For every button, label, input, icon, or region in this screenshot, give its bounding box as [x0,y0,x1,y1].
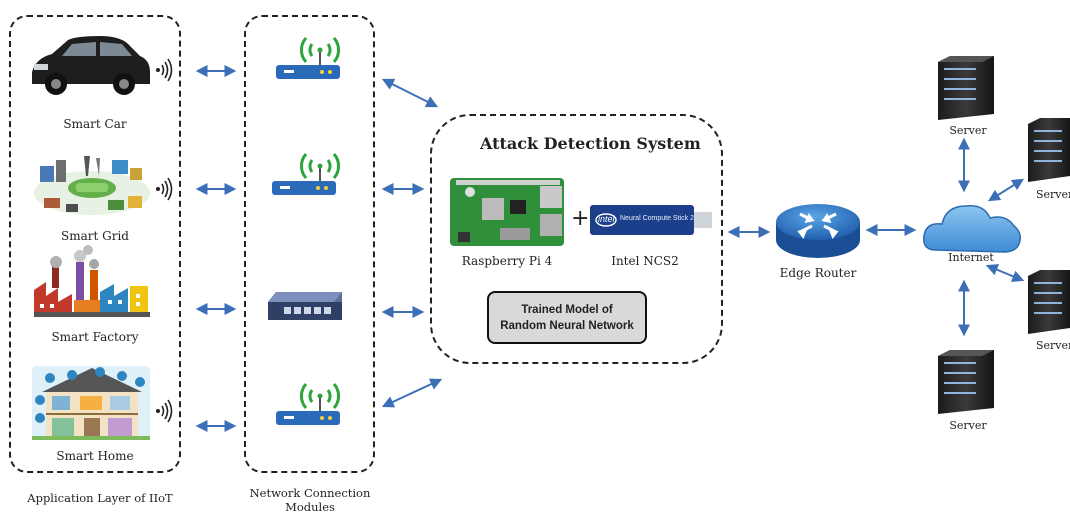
ncs2-stick-icon [590,205,712,235]
network-modules-box [244,15,375,473]
network-layer-label-line1: Network Connection [249,486,371,500]
cloud-icon [923,205,1021,253]
server-label-top: Server [949,124,987,137]
wifi-router-icon [276,383,341,425]
plus-sign: + [571,206,590,231]
wireless-signal-icon [156,177,173,201]
model-label-line2: Random Neural Network [500,319,634,332]
attack-detection-title: Attack Detection System [480,134,701,153]
server-icon [938,56,994,120]
wireless-signal-icon [156,399,173,423]
wireless-signal-icon [156,58,173,82]
raspberry-pi-icon [450,178,564,246]
connector-arrow [987,178,1025,202]
intel-logo-text: intel [598,214,615,224]
connector-arrow [985,264,1025,282]
home-icon [32,366,150,440]
device-label-smart-home: Smart Home [56,449,134,463]
attack-detection-box [430,114,723,364]
server-icon [1028,270,1070,334]
server-label-right-bottom: Server [1036,339,1070,352]
raspberry-pi-label: Raspberry Pi 4 [461,254,553,268]
server-label-bottom: Server [949,419,987,432]
server-label-right-top: Server [1036,188,1070,201]
device-label-smart-factory: Smart Factory [51,330,139,344]
device-label-smart-car: Smart Car [63,117,127,131]
connector-arrow [381,378,443,408]
server-icon [1028,118,1070,182]
ncs-stick-text: Neural Compute Stick 2 [620,215,694,222]
trained-model-box: Trained Model of Random Neural Network [487,291,647,344]
network-switch-icon [268,292,342,320]
ncs2-label: Intel NCS2 [611,254,679,268]
edge-router-icon [776,204,860,258]
application-layer-label: Application Layer of IIoT [27,491,173,505]
factory-icon [34,245,150,317]
device-label-smart-grid: Smart Grid [61,229,129,243]
server-icon [938,350,994,414]
wifi-router-icon [272,153,341,195]
car-icon [32,36,150,95]
edge-router-label: Edge Router [779,266,857,280]
grid-icon [34,156,150,215]
network-layer-label: Network Connection Modules [236,486,384,514]
model-label-line1: Trained Model of [521,303,613,316]
connector-arrow [381,78,439,108]
wifi-router-icon [276,37,341,79]
application-layer-box [9,15,181,473]
network-layer-label-line2: Modules [285,500,335,514]
internet-label: Internet [948,251,994,264]
